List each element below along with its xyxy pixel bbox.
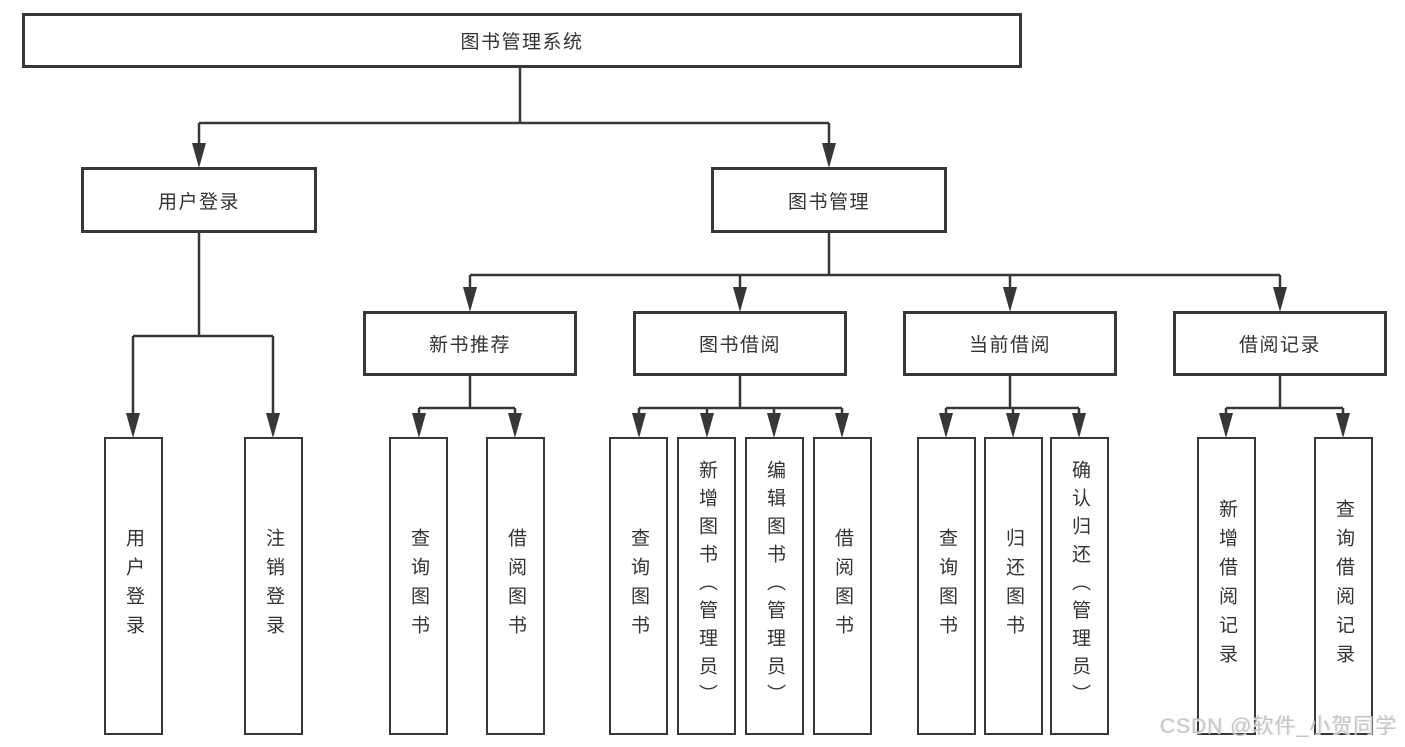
node-book-borrowing: 图书借阅 bbox=[633, 311, 847, 376]
leaf-return-books: 归还图书 bbox=[984, 437, 1043, 735]
connector-current-to-leaves bbox=[939, 376, 1086, 438]
connector-recommendation-to-leaves bbox=[412, 376, 522, 438]
node-borrowing-records: 借阅记录 bbox=[1173, 311, 1387, 376]
leaf-query-books-recommendation: 查询图书 bbox=[389, 437, 448, 735]
connector-root-to-level2 bbox=[192, 68, 836, 168]
leaf-user-login: 用户登录 bbox=[104, 437, 163, 735]
leaf-query-books-current: 查询图书 bbox=[917, 437, 976, 735]
node-user-login: 用户登录 bbox=[81, 167, 317, 233]
leaf-borrow-books-borrowing: 借阅图书 bbox=[813, 437, 872, 735]
connector-borrowing-to-leaves bbox=[632, 376, 849, 438]
leaf-add-borrow-record: 新增借阅记录 bbox=[1197, 437, 1256, 735]
leaf-add-books-admin: 新增图书（管理员） bbox=[677, 437, 736, 735]
node-current-borrowing: 当前借阅 bbox=[903, 311, 1117, 376]
leaf-query-borrow-record: 查询借阅记录 bbox=[1314, 437, 1373, 735]
leaf-logout: 注销登录 bbox=[244, 437, 303, 735]
connector-user-login-to-leaves bbox=[126, 233, 280, 438]
leaf-borrow-books-recommendation: 借阅图书 bbox=[486, 437, 545, 735]
connector-book-management-to-level3 bbox=[463, 233, 1287, 312]
connector-records-to-leaves bbox=[1219, 376, 1350, 438]
leaf-edit-books-admin: 编辑图书（管理员） bbox=[745, 437, 804, 735]
leaf-query-books-borrowing: 查询图书 bbox=[609, 437, 668, 735]
node-book-management: 图书管理 bbox=[711, 167, 947, 233]
node-new-book-recommendation: 新书推荐 bbox=[363, 311, 577, 376]
node-library-system: 图书管理系统 bbox=[22, 13, 1022, 68]
watermark-text: CSDN @软件_小贺同学 bbox=[1159, 715, 1397, 738]
leaf-confirm-return-admin: 确认归还（管理员） bbox=[1050, 437, 1109, 735]
